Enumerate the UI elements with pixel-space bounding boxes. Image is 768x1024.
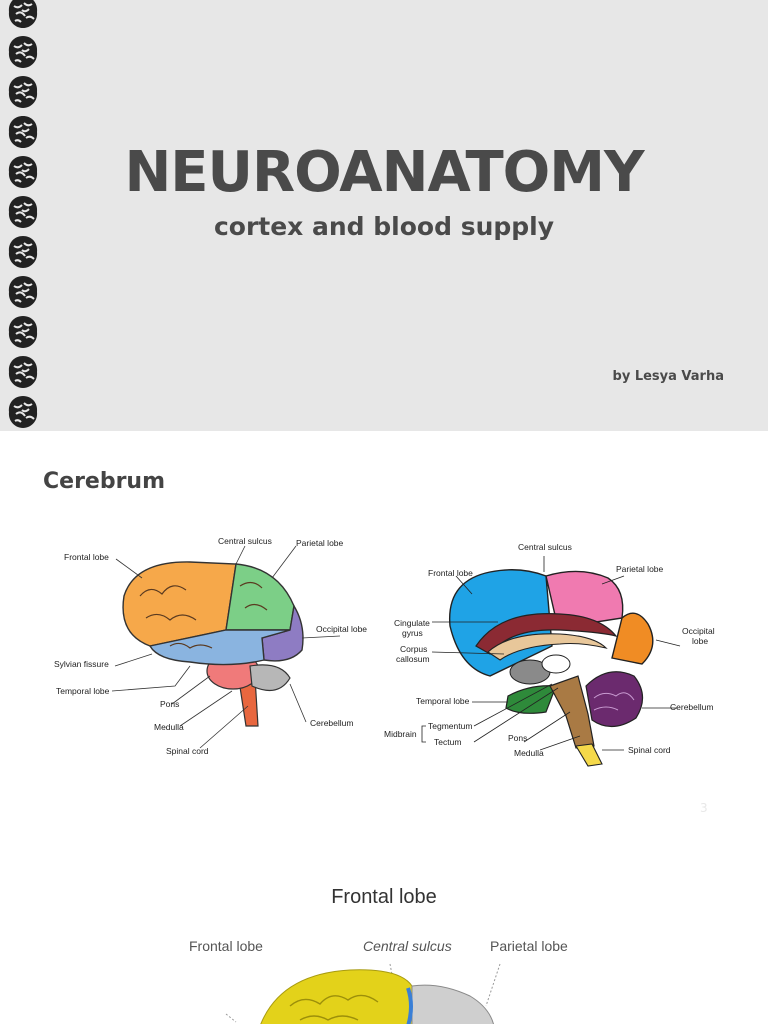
brain-icon: [8, 316, 38, 348]
medial-brain-diagram: Central sulcus Frontal lobe Parietal lob…: [384, 542, 715, 767]
frontal-slide-label-frontal: Frontal lobe: [189, 938, 263, 954]
frontal-lobe-slide: Frontal lobe Frontal lobe Central sulcus…: [0, 860, 768, 1024]
lateral-label-cerebellum: Cerebellum: [310, 718, 353, 728]
medial-label-occipital-1: Occipital: [682, 626, 715, 636]
medial-label-occipital-2: lobe: [692, 636, 708, 646]
lateral-label-temporal: Temporal lobe: [56, 686, 110, 696]
page-number: 3: [700, 801, 708, 815]
medial-label-medulla: Medulla: [514, 748, 544, 758]
brain-icon: [8, 76, 38, 108]
medial-label-tectum: Tectum: [434, 737, 461, 747]
lateral-label-sylvian: Sylvian fissure: [54, 659, 109, 669]
frontal-slide-title: Frontal lobe: [331, 886, 437, 908]
frontal-slide-label-parietal: Parietal lobe: [490, 938, 568, 954]
lateral-label-central: Central sulcus: [218, 536, 272, 546]
medial-label-central: Central sulcus: [518, 542, 572, 552]
brain-icon-strip: [6, 0, 42, 431]
lateral-label-occipital: Occipital lobe: [316, 624, 367, 634]
slide-heading: Cerebrum: [43, 469, 166, 494]
brain-icon: [8, 116, 38, 148]
lateral-label-pons: Pons: [160, 699, 179, 709]
medial-label-temporal: Temporal lobe: [416, 696, 470, 706]
frontal-brain-diagram: [225, 963, 501, 1024]
brain-icon: [8, 396, 38, 428]
cover-byline: by Lesya Varha: [612, 369, 724, 384]
medial-label-cingulate-2: gyrus: [402, 628, 423, 638]
medial-label-corpus-1: Corpus: [400, 644, 427, 654]
medial-label-pons: Pons: [508, 733, 527, 743]
medial-label-parietal: Parietal lobe: [616, 564, 664, 574]
medial-label-cerebellum: Cerebellum: [670, 702, 713, 712]
medial-label-midbrain: Midbrain: [384, 729, 417, 739]
medial-label-corpus-2: callosum: [396, 654, 430, 664]
medial-label-cingulate-1: Cingulate: [394, 618, 430, 628]
brain-icon: [8, 196, 38, 228]
lateral-label-spinal: Spinal cord: [166, 746, 209, 756]
lateral-label-medulla: Medulla: [154, 722, 184, 732]
brain-icon: [8, 356, 38, 388]
cover-subtitle: cortex and blood supply: [213, 212, 555, 241]
cover-slide: NEUROANATOMY cortex and blood supply by …: [0, 0, 768, 431]
brain-icon: [8, 276, 38, 308]
frontal-slide-label-central: Central sulcus: [363, 938, 452, 954]
medial-label-tegmentum: Tegmentum: [428, 721, 472, 731]
brain-icon: [8, 236, 38, 268]
cerebrum-slide: Cerebrum Frontal lobe Central sulcus Par…: [0, 431, 768, 831]
medial-label-frontal: Frontal lobe: [428, 568, 473, 578]
lateral-label-frontal: Frontal lobe: [64, 552, 109, 562]
brain-icon: [8, 156, 38, 188]
cover-title: NEUROANATOMY: [124, 140, 644, 205]
medial-label-spinal: Spinal cord: [628, 745, 671, 755]
lateral-label-parietal: Parietal lobe: [296, 538, 344, 548]
lateral-brain-diagram: Frontal lobe Central sulcus Parietal lob…: [54, 536, 367, 756]
brain-icon: [8, 0, 38, 28]
brain-icon: [8, 36, 38, 68]
